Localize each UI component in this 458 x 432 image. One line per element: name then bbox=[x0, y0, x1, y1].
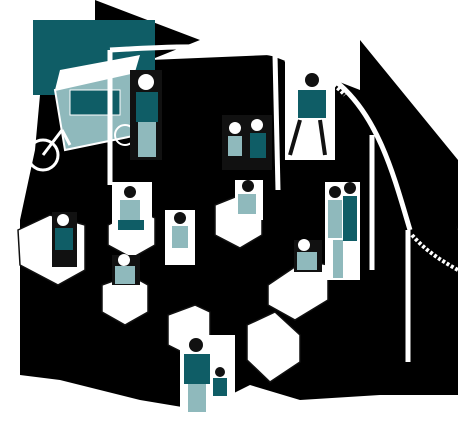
person-icon bbox=[112, 182, 152, 242]
person-icon bbox=[235, 180, 263, 220]
person-icon bbox=[165, 210, 195, 265]
person-icon bbox=[130, 70, 162, 160]
ground-shadow-right bbox=[360, 40, 458, 230]
person-icon bbox=[112, 254, 140, 285]
bicycle-icon bbox=[26, 129, 72, 172]
person-icon bbox=[325, 182, 360, 280]
person-icon bbox=[222, 115, 272, 170]
person-icon bbox=[52, 212, 77, 267]
person-icon bbox=[180, 335, 235, 415]
person-icon bbox=[294, 239, 322, 272]
vendor-cart-icon bbox=[53, 55, 140, 152]
person-icon bbox=[285, 60, 335, 160]
arch-frame-icon bbox=[107, 44, 413, 362]
